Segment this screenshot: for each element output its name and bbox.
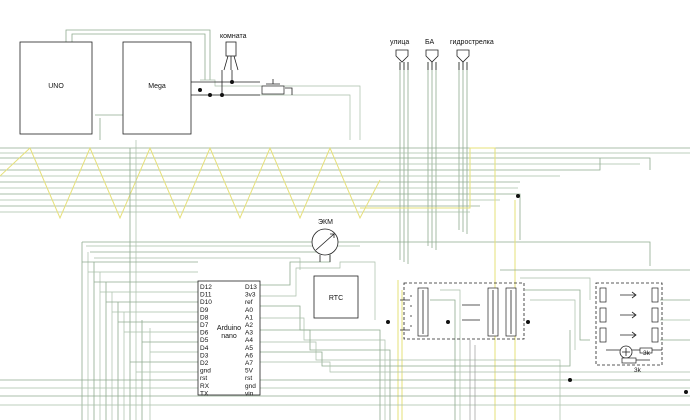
rtc-module: RTC (313, 275, 359, 319)
nano-label-line1: Arduino (217, 325, 241, 332)
nano-right-pin-9: A6 (245, 352, 253, 359)
junction-dot (230, 80, 234, 84)
nano-right-pin-6: A3 (245, 330, 253, 337)
nano-left-pin-12: rst (200, 375, 207, 382)
junction-dot (526, 320, 530, 324)
push-button-symbol (261, 79, 285, 95)
nano-right-pin-1: 3v3 (245, 292, 256, 299)
mega-board: Mega (122, 41, 192, 135)
nano-left-pin-11: gnd (200, 368, 211, 375)
nano-left-pin-0: D12 (200, 284, 212, 291)
nano-left-pin-1: D11 (200, 292, 212, 299)
nano-left-pin-5: D7 (200, 322, 209, 329)
junction-dot (220, 93, 224, 97)
ba-sensor-label: БА (425, 39, 434, 46)
ba-sensor: БА (425, 39, 439, 70)
wire-bundle-left-vertical (0, 140, 690, 420)
nano-right-pin-10: A7 (245, 360, 253, 367)
nano-right-pin-0: D13 (245, 284, 257, 291)
uno-board: UNO (19, 41, 93, 135)
street-sensor: улица (390, 39, 409, 70)
resistor-label-2: 3k (634, 367, 642, 374)
nano-left-pin-14: TX (200, 390, 209, 397)
ekm-label: ЭКМ (318, 219, 333, 226)
nano-left-pin-7: D5 (200, 337, 209, 344)
street-sensor-label: улица (390, 39, 409, 46)
nano-right-pin-14: vin (245, 390, 254, 397)
mega-label: Mega (148, 83, 166, 90)
junction-dot (198, 88, 202, 92)
junction-dot (568, 378, 572, 382)
nano-left-pin-6: D6 (200, 330, 209, 337)
wire-bundle-right (260, 250, 690, 420)
relay-module-right: 3k 3k (595, 282, 663, 374)
nano-left-pin-3: D9 (200, 307, 209, 314)
wire-bundle-horizontal (0, 147, 690, 270)
nano-right-pin-12: rst (245, 375, 252, 382)
resistor-label-1: 3k (643, 350, 651, 357)
nano-left-pin-13: RX (200, 383, 210, 390)
nano-right-pin-2: ref (245, 299, 253, 306)
arduino-nano: Arduino nano D12D11D10D9D8D7D6D5D4D3D2gn… (197, 280, 261, 397)
mega-output-wires (191, 70, 293, 96)
junction-dot (446, 320, 450, 324)
nano-right-pin-8: A5 (245, 345, 253, 352)
nano-left-pin-8: D4 (200, 345, 209, 352)
nano-left-pin-4: D8 (200, 314, 209, 321)
nano-right-pin-3: A0 (245, 307, 253, 314)
junction-dot (516, 194, 520, 198)
nano-left-pin-2: D10 (200, 299, 212, 306)
rtc-label: RTC (329, 295, 343, 302)
nano-left-pin-9: D3 (200, 352, 209, 359)
wire-bundle-top (65, 29, 468, 264)
gidrostrelka-sensor-label: гидрострелка (450, 39, 494, 46)
junction-dot (386, 320, 390, 324)
ekm-gauge: ЭКМ (311, 219, 339, 262)
room-sensor-label: комната (220, 33, 247, 40)
uno-label: UNO (48, 83, 64, 90)
junction-dot (208, 93, 212, 97)
nano-label-line2: nano (221, 333, 237, 340)
nano-right-pin-4: A1 (245, 314, 253, 321)
room-sensor: комната (220, 33, 247, 71)
nano-right-pin-11: 5V (245, 368, 254, 375)
relay-module-left (400, 282, 525, 340)
nano-left-pin-10: D2 (200, 360, 209, 367)
nano-right-pin-13: gnd (245, 383, 256, 390)
gidrostrelka-sensor: гидрострелка (450, 39, 494, 70)
nano-right-pin-7: A4 (245, 337, 253, 344)
nano-right-pin-5: A2 (245, 322, 253, 329)
junction-dot (684, 390, 688, 394)
